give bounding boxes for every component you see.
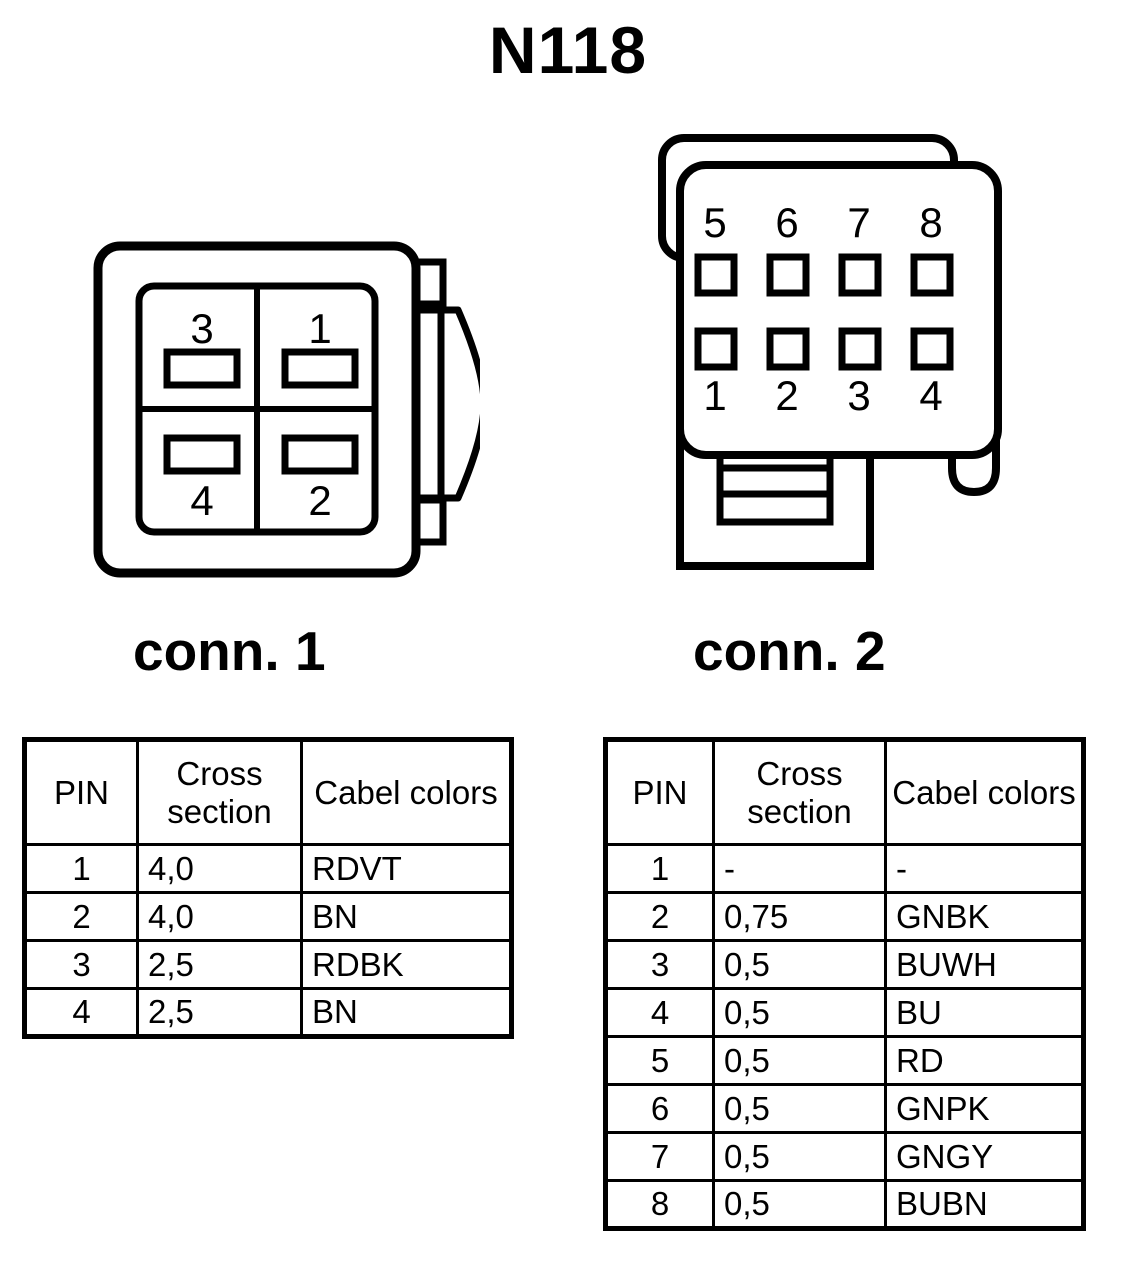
conn2-pin-square-5 [694, 253, 738, 297]
table-body: 1 - - 2 0,75 GNBK 3 0,5 BUWH 4 0,5 BU 5 … [604, 843, 1085, 1230]
conn1-pin-number-bottom-left: 4 [190, 477, 213, 524]
table-header-row: PIN Cross section Cabel colors [23, 738, 513, 846]
cell-cabel-colors: RD [884, 1035, 1085, 1086]
connector-1-pin-table: PIN Cross section Cabel colors 1 4,0 RDV… [22, 737, 514, 1039]
cell-cabel-colors: RDBK [300, 939, 513, 990]
column-header-cross-section: Cross section [136, 738, 303, 846]
cell-cross-section: 4,0 [136, 843, 303, 894]
conn1-pin-number-top-right: 1 [308, 305, 331, 352]
table-row: 1 4,0 RDVT [23, 843, 513, 894]
cell-cross-section: 0,5 [712, 987, 887, 1038]
cell-cabel-colors: BUWH [884, 939, 1085, 990]
column-header-cabel-colors: Cabel colors [884, 738, 1085, 846]
column-header-cabel-colors: Cabel colors [300, 738, 513, 846]
connector-1-caption: conn. 1 [133, 620, 326, 682]
table-row: 2 0,75 GNBK [604, 891, 1085, 942]
cell-pin: 3 [604, 939, 715, 990]
cell-pin: 5 [604, 1035, 715, 1086]
table-row: 8 0,5 BUBN [604, 1179, 1085, 1230]
conn2-pin-square-2 [766, 327, 810, 371]
conn2-pin-square-4 [910, 327, 954, 371]
conn2-pin-square-6 [766, 253, 810, 297]
conn2-pin-number-bottom-4: 4 [919, 372, 942, 419]
conn1-pin-slot-4 [163, 434, 241, 475]
cell-cross-section: 0,5 [712, 1131, 887, 1182]
conn1-pin-slot-3 [163, 348, 241, 389]
cell-cross-section: 4,0 [136, 891, 303, 942]
table-body: 1 4,0 RDVT 2 4,0 BN 3 2,5 RDBK 4 2,5 BN [23, 843, 513, 1038]
cell-cabel-colors: GNGY [884, 1131, 1085, 1182]
conn2-pin-square-7 [838, 253, 882, 297]
conn1-pin-slot-1 [281, 348, 359, 389]
table-header-row: PIN Cross section Cabel colors [604, 738, 1085, 846]
cell-pin: 8 [604, 1179, 715, 1230]
cell-cross-section: 0,5 [712, 939, 887, 990]
cell-cabel-colors: RDVT [300, 843, 513, 894]
column-header-pin: PIN [23, 738, 139, 846]
conn2-pin-number-bottom-2: 2 [775, 372, 798, 419]
cell-pin: 3 [23, 939, 139, 990]
cell-cabel-colors: GNBK [884, 891, 1085, 942]
cell-pin: 1 [23, 843, 139, 894]
cell-pin: 6 [604, 1083, 715, 1134]
table-row: 6 0,5 GNPK [604, 1083, 1085, 1134]
cell-cross-section: 2,5 [136, 987, 303, 1038]
conn2-pin-number-top-1: 5 [703, 199, 726, 246]
cell-pin: 7 [604, 1131, 715, 1182]
cell-cabel-colors: BU [884, 987, 1085, 1038]
table-header: PIN Cross section Cabel colors [23, 738, 513, 846]
cell-cabel-colors: - [884, 843, 1085, 894]
conn2-pin-number-top-4: 8 [919, 199, 942, 246]
cell-pin: 4 [604, 987, 715, 1038]
connector-1-diagram: 3 1 4 2 [93, 241, 480, 578]
conn1-pin-number-top-left: 3 [190, 305, 213, 352]
conn2-pin-number-bottom-1: 1 [703, 372, 726, 419]
table-row: 4 2,5 BN [23, 987, 513, 1038]
column-header-pin: PIN [604, 738, 715, 846]
cell-pin: 2 [604, 891, 715, 942]
cell-cabel-colors: BUBN [884, 1179, 1085, 1230]
cell-cabel-colors: GNPK [884, 1083, 1085, 1134]
cell-pin: 2 [23, 891, 139, 942]
connector-2-caption: conn. 2 [693, 620, 886, 682]
table-row: 3 2,5 RDBK [23, 939, 513, 990]
cell-cross-section: 0,5 [712, 1179, 887, 1230]
cell-cross-section: 0,5 [712, 1083, 887, 1134]
connector-2-pin-table: PIN Cross section Cabel colors 1 - - 2 0… [603, 737, 1086, 1231]
table-row: 1 - - [604, 843, 1085, 894]
table-row: 5 0,5 RD [604, 1035, 1085, 1086]
conn1-side-latch-bulge-icon [437, 306, 480, 502]
cell-cross-section: 2,5 [136, 939, 303, 990]
table-header: PIN Cross section Cabel colors [604, 738, 1085, 846]
column-header-cross-section: Cross section [712, 738, 887, 846]
conn2-pin-number-bottom-3: 3 [847, 372, 870, 419]
conn2-pin-number-top-2: 6 [775, 199, 798, 246]
cell-pin: 1 [604, 843, 715, 894]
connector-2-diagram: 5 6 7 8 1 2 3 4 [658, 134, 1002, 570]
cell-cross-section: 0,5 [712, 1035, 887, 1086]
cell-cross-section: - [712, 843, 887, 894]
conn1-pin-number-bottom-right: 2 [308, 477, 331, 524]
cell-cabel-colors: BN [300, 891, 513, 942]
table-row: 3 0,5 BUWH [604, 939, 1085, 990]
conn2-pin-square-8 [910, 253, 954, 297]
cell-cross-section: 0,75 [712, 891, 887, 942]
cell-pin: 4 [23, 987, 139, 1038]
conn2-pin-square-3 [838, 327, 882, 371]
cell-cabel-colors: BN [300, 987, 513, 1038]
conn2-pin-square-1 [694, 327, 738, 371]
table-row: 7 0,5 GNGY [604, 1131, 1085, 1182]
table-row: 4 0,5 BU [604, 987, 1085, 1038]
conn2-pin-number-top-3: 7 [847, 199, 870, 246]
conn2-housing-outline [676, 161, 1002, 459]
page-title: N118 [488, 13, 648, 87]
conn1-pin-slot-2 [281, 434, 359, 475]
table-row: 2 4,0 BN [23, 891, 513, 942]
